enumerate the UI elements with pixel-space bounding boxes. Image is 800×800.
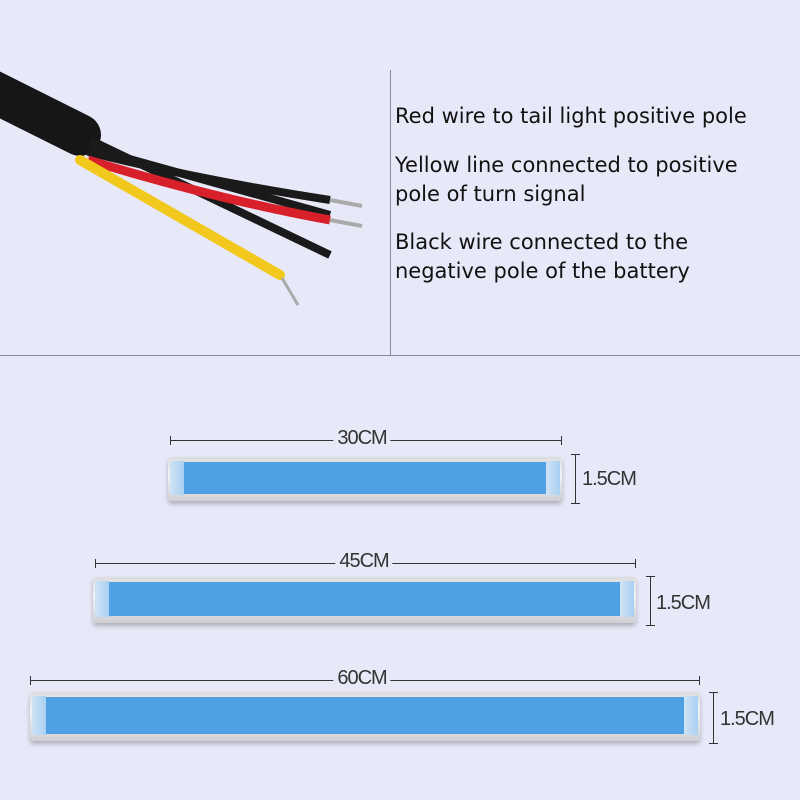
desc-line: Black wire connected to the (395, 230, 689, 254)
width-dimension-line (571, 454, 580, 504)
width-label: 1.5CM (656, 592, 711, 614)
led-strip-30cm (168, 457, 562, 501)
wire-cable-image (0, 71, 363, 306)
desc-line: pole of turn signal (395, 182, 586, 206)
desc-yellow-wire: Yellow line connected to positive pole of… (395, 151, 738, 209)
length-label: 30CM (333, 427, 391, 450)
divider-horizontal (0, 355, 800, 356)
led-strip-60cm (30, 692, 700, 741)
divider-vertical (390, 70, 391, 356)
red-wire (86, 155, 331, 225)
width-label: 1.5CM (582, 468, 637, 490)
desc-black-wire: Black wire connected to the negative pole… (395, 228, 690, 286)
led-strip-45cm (93, 577, 636, 623)
width-dimension-line (646, 576, 655, 626)
desc-line: Yellow line connected to positive (395, 153, 738, 177)
desc-line: negative pole of the battery (395, 259, 690, 283)
width-dimension-line (709, 692, 718, 744)
length-label: 45CM (335, 550, 393, 573)
desc-red-wire: Red wire to tail light positive pole (395, 102, 747, 131)
yellow-wire (75, 155, 285, 280)
width-label: 1.5CM (720, 708, 775, 730)
desc-line: Red wire to tail light positive pole (395, 104, 747, 128)
length-label: 60CM (333, 667, 391, 690)
